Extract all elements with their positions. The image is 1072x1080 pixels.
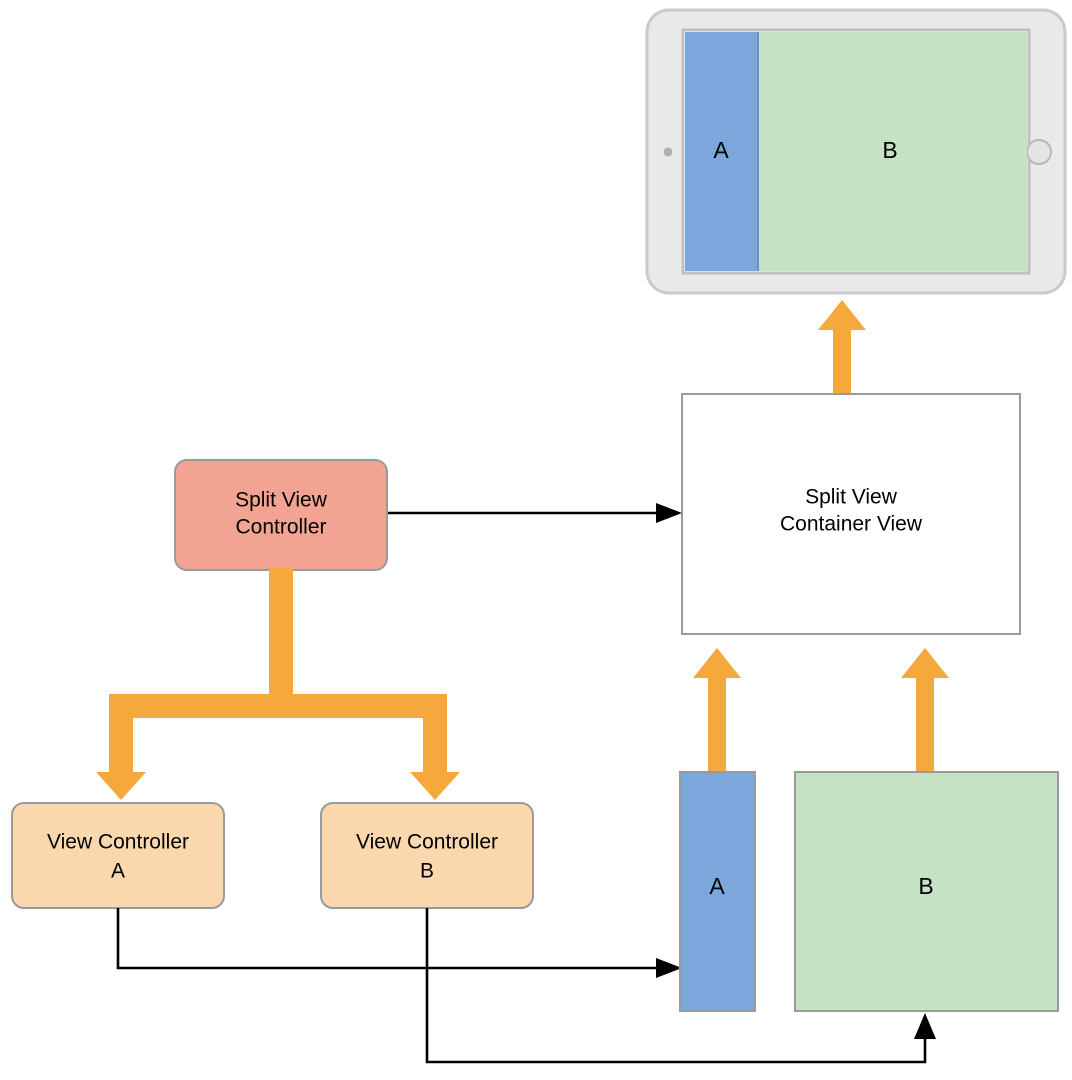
- pane-a-label: A: [713, 137, 729, 163]
- split-view-container-view[interactable]: Split View Container View: [681, 393, 1021, 635]
- home-button[interactable]: [1026, 139, 1052, 165]
- camera-dot: [663, 147, 673, 157]
- split-view-controller-label-line2: Controller: [235, 516, 326, 539]
- pane-b[interactable]: [758, 32, 1027, 271]
- connection-view-b-to-container: [901, 648, 949, 775]
- view-controller-b-box: [320, 802, 534, 909]
- view-a-box: [679, 771, 756, 1012]
- view-controller-b-label-line2: B: [420, 860, 434, 883]
- view-b-label: B: [918, 873, 933, 899]
- split-view-controller[interactable]: Split View Controller: [174, 459, 388, 571]
- orange-branch-left-shaft: [109, 694, 133, 774]
- split-view-controller-label-line1: Split View: [235, 489, 328, 512]
- view-controller-a[interactable]: View Controller A: [11, 802, 225, 909]
- pane-a[interactable]: [685, 32, 758, 271]
- view-controller-b-label-line1: View Controller: [356, 831, 498, 854]
- connection-container-to-device: [818, 300, 866, 395]
- view-a[interactable]: A: [679, 771, 756, 1012]
- connection-view-a-to-container: [693, 648, 741, 775]
- vca-to-view-a-line: [116, 908, 660, 970]
- view-controller-a-box: [11, 802, 225, 909]
- connection-vca-to-view-a: [116, 908, 682, 978]
- split-view-container-view-label-line1: Split View: [805, 486, 898, 509]
- connection-svc-to-container: [386, 503, 682, 523]
- orange-arrow-shaft: [818, 300, 866, 395]
- view-b-box: [794, 771, 1059, 1012]
- orange-branch-right-arrowhead: [410, 772, 460, 800]
- view-a-label: A: [709, 873, 725, 899]
- split-view-container-view-box: [681, 393, 1021, 635]
- view-a-orange-arrow: [693, 648, 741, 775]
- orange-branch-right-shaft: [423, 694, 447, 774]
- view-b-orange-arrow: [901, 648, 949, 775]
- vcb-to-view-b-arrowhead: [914, 1013, 936, 1039]
- split-view-container-view-label-line2: Container View: [780, 513, 923, 536]
- connection-vcb-to-view-b: [425, 908, 936, 1064]
- orange-tree-bar: [109, 694, 447, 718]
- tablet-device[interactable]: A B: [645, 8, 1067, 295]
- view-controller-b[interactable]: View Controller B: [320, 802, 534, 909]
- vcb-to-view-b-line: [425, 908, 927, 1064]
- connection-svc-to-children: [96, 568, 460, 800]
- orange-tree-stem: [269, 568, 293, 698]
- vca-to-view-a-arrowhead: [656, 958, 682, 978]
- orange-branch-left-arrowhead: [96, 772, 146, 800]
- svc-to-container-arrowhead: [656, 503, 682, 523]
- pane-b-label: B: [882, 137, 897, 163]
- view-controller-a-label-line1: View Controller: [47, 831, 189, 854]
- view-controller-a-label-line2: A: [111, 860, 125, 883]
- view-b[interactable]: B: [794, 771, 1059, 1012]
